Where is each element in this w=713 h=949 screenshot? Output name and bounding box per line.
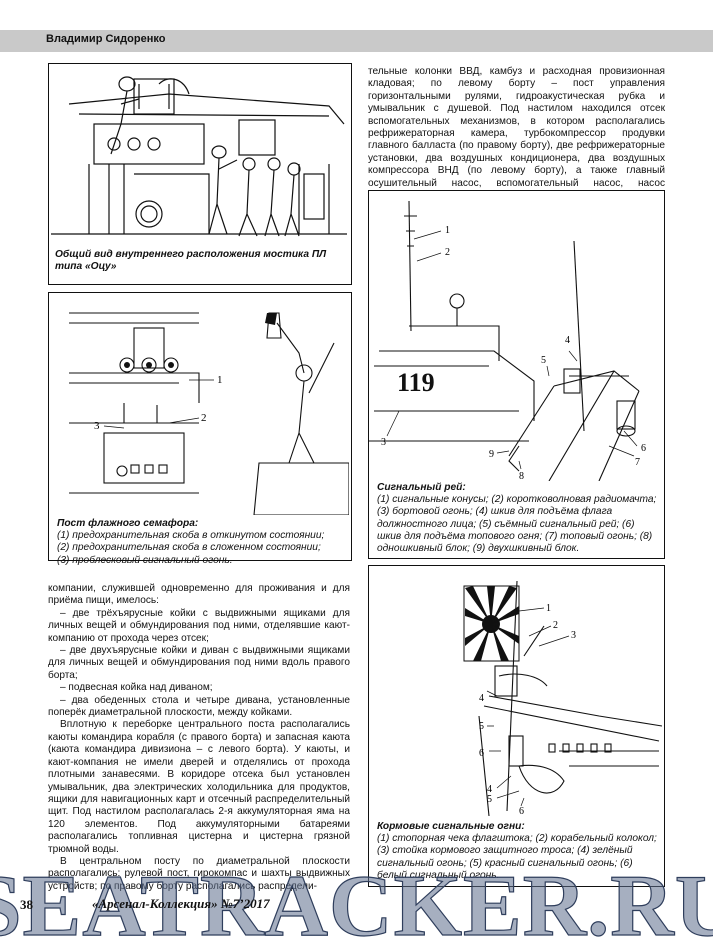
stern-lights-figure: 1 2 3 4 5 6 4 5 6 Кормовые сигнальные ог… <box>368 565 665 887</box>
signal-yard-illustration: 119 1 2 3 4 5 6 7 8 9 <box>369 200 646 482</box>
stern-label-3: 3 <box>571 630 576 641</box>
author-name: Владимир Сидоренко <box>46 33 166 45</box>
signal-yard-caption-text: (1) сигнальные конусы; (2) коротковолнов… <box>377 494 657 555</box>
signal-yard-figure: 119 1 2 3 4 5 6 7 8 9 Сигнальный рей: (1… <box>368 190 665 559</box>
stern-lights-caption: Кормовые сигнальные огни: (1) стопорная … <box>377 821 659 882</box>
left-column-text: компании, служившей одновременно для про… <box>48 583 350 893</box>
signal-yard-label-1: 1 <box>445 225 450 236</box>
semaphore-label-1: 1 <box>217 374 223 386</box>
stern-label-2: 2 <box>553 620 558 631</box>
semaphore-illustration: 1 2 3 <box>69 312 350 516</box>
semaphore-figure: 1 2 3 Пост флажного семафора: (1) предох… <box>48 292 352 566</box>
body-paragraph: – подвесная койка над диваном; <box>60 682 213 694</box>
signal-yard-caption: Сигнальный рей: (1) сигнальные конусы; (… <box>377 482 659 555</box>
semaphore-label-3: 3 <box>94 420 100 432</box>
hull-number: 119 <box>397 368 435 397</box>
body-paragraph: компании, служившей одновременно для про… <box>48 583 350 607</box>
signal-yard-caption-title: Сигнальный рей: <box>377 482 466 493</box>
stern-label-6: 6 <box>479 748 484 759</box>
semaphore-caption-item: (3) проблесковый сигнальный огонь. <box>57 554 233 566</box>
stern-label-1: 1 <box>546 603 551 614</box>
bridge-caption: Общий вид внутреннего расположения мости… <box>55 249 345 273</box>
semaphore-caption-item: (2) предохранительная скоба в сложенном … <box>57 542 321 554</box>
stern-label-5: 5 <box>479 721 484 732</box>
semaphore-caption: Пост флажного семафора: (1) предохраните… <box>57 518 347 567</box>
magazine-title: «Арсенал-Коллекция» №7’2017 <box>92 896 270 911</box>
semaphore-label-2: 2 <box>201 412 207 424</box>
body-paragraph: – две двухъярусные койки и диван с выдви… <box>48 645 350 681</box>
signal-yard-label-6: 6 <box>641 443 646 454</box>
signal-yard-label-4: 4 <box>565 335 570 346</box>
bridge-illustration <box>51 76 347 237</box>
stern-lights-illustration: 1 2 3 4 5 6 4 5 6 <box>463 580 663 817</box>
body-paragraph: – две трёхъярусные койки с выдвижными ящ… <box>48 607 350 644</box>
stern-lights-caption-text: (1) стопорная чека флагштока; (2) корабе… <box>377 833 657 881</box>
stern-label-5b: 5 <box>487 794 492 805</box>
body-paragraph: В центральном посту по диаметральной пло… <box>48 855 350 892</box>
header-bar <box>0 30 713 52</box>
signal-yard-label-9: 9 <box>489 449 494 460</box>
bridge-figure: Общий вид внутреннего расположения мости… <box>48 63 352 285</box>
right-column-paragraph: тельные колонки ВВД, камбуз и расходная … <box>368 66 665 201</box>
body-paragraph: – два обеденных стола и четыре дивана, у… <box>48 694 350 719</box>
body-paragraph: Вплотную к переборке центрального поста … <box>48 719 350 855</box>
stern-label-6b: 6 <box>519 806 524 816</box>
semaphore-caption-title: Пост флажного семафора: <box>57 518 199 529</box>
signal-yard-label-5: 5 <box>541 355 546 366</box>
signal-yard-label-3: 3 <box>381 437 386 448</box>
signal-yard-label-7: 7 <box>635 457 640 468</box>
bridge-caption-title: Общий вид внутреннего расположения мости… <box>55 249 327 273</box>
semaphore-caption-item: (1) предохранительная скоба в откинутом … <box>57 530 325 542</box>
right-column-text: тельные колонки ВВД, камбуз и расходная … <box>368 66 665 202</box>
stern-label-4b: 4 <box>487 784 492 795</box>
stern-lights-caption-title: Кормовые сигнальные огни: <box>377 821 525 832</box>
stern-label-4: 4 <box>479 693 484 704</box>
signal-yard-label-2: 2 <box>445 247 450 258</box>
signal-yard-label-8: 8 <box>519 471 524 481</box>
page-number: 38 <box>20 897 33 912</box>
